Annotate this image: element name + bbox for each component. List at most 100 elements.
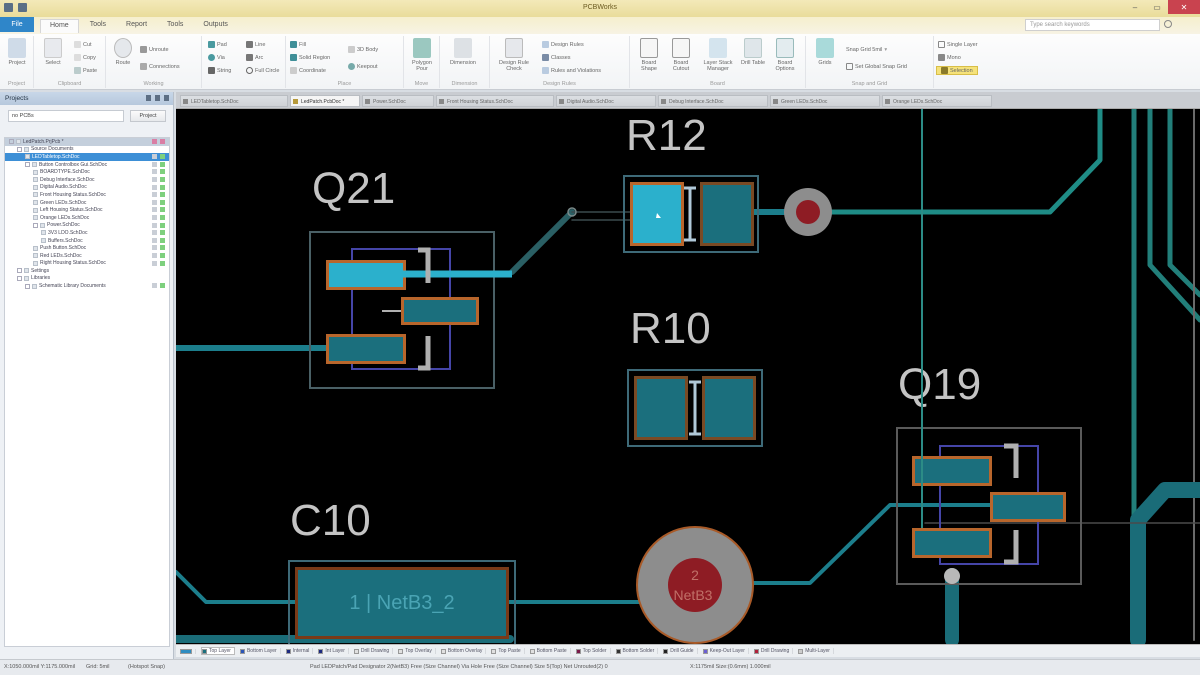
maximize-button[interactable]: ▭ bbox=[1153, 2, 1161, 12]
layer-tab[interactable]: Keep-Out Layer bbox=[702, 648, 749, 654]
fill-button[interactable]: Fill bbox=[290, 40, 306, 49]
expand-icon[interactable] bbox=[25, 283, 30, 289]
search-icon[interactable] bbox=[1164, 20, 1172, 28]
tree-item[interactable]: Source Documents bbox=[5, 146, 169, 154]
doc-tab-8[interactable]: Orange LEDs.SchDoc bbox=[882, 95, 992, 107]
tree-item[interactable]: Buffers.SchDoc bbox=[5, 237, 169, 245]
design-rule-check-button[interactable]: Design Rule Check bbox=[496, 38, 532, 72]
doc-tab-3[interactable]: Power.SchDoc bbox=[362, 95, 434, 107]
layer-tab[interactable]: Drill Drawing bbox=[753, 648, 794, 654]
component-r10[interactable]: R10 bbox=[627, 304, 763, 447]
project-button[interactable]: Project bbox=[2, 38, 32, 66]
doc-tab-4[interactable]: Front Housing Status.SchDoc bbox=[436, 95, 554, 107]
tree-item[interactable]: Red LEDs.SchDoc bbox=[5, 252, 169, 260]
tab-outputs[interactable]: Outputs bbox=[203, 21, 228, 28]
layer-tab[interactable]: Multi-Layer bbox=[798, 648, 834, 654]
trace[interactable] bbox=[1130, 482, 1200, 644]
close-button[interactable]: ✕ bbox=[1168, 0, 1200, 14]
expand-icon[interactable] bbox=[17, 268, 22, 274]
tree-item[interactable]: Orange LEDs.SchDoc bbox=[5, 214, 169, 222]
file-tab[interactable]: File bbox=[0, 17, 34, 32]
line-button[interactable]: Line bbox=[246, 40, 265, 49]
layer-color-swatch[interactable] bbox=[180, 648, 196, 654]
component-q21[interactable]: Q21 bbox=[309, 164, 512, 389]
tab-report[interactable]: Report bbox=[126, 21, 148, 28]
component-q19[interactable]: Q19 bbox=[896, 109, 1082, 585]
layer-tab[interactable]: Top Paste bbox=[491, 648, 525, 654]
minimize-button[interactable]: – bbox=[1132, 2, 1138, 12]
tree-item[interactable]: Push Button.SchDoc bbox=[5, 244, 169, 252]
classes-button[interactable]: Classes bbox=[542, 53, 571, 62]
selection-button[interactable]: Selection bbox=[936, 66, 978, 75]
tab-home[interactable]: Home bbox=[40, 19, 79, 33]
project-button[interactable]: Project bbox=[130, 110, 166, 122]
pcb-canvas[interactable]: Q21 R12 bbox=[176, 109, 1200, 644]
tree-item[interactable]: Right Housing Status.SchDoc bbox=[5, 260, 169, 268]
tree-item[interactable]: LedPatch.PrjPcb * bbox=[5, 138, 169, 146]
tab-tools[interactable]: Tools bbox=[89, 21, 107, 28]
drill-table-button[interactable]: Drill Table bbox=[738, 38, 768, 66]
arc-button[interactable]: Arc bbox=[246, 53, 263, 62]
paste-button[interactable]: Paste bbox=[74, 66, 97, 75]
trace[interactable] bbox=[1167, 109, 1200, 298]
doc-tab-2[interactable]: LedPatch.PcbDoc * bbox=[290, 95, 360, 107]
layer-tab[interactable]: Top Overlay bbox=[398, 648, 436, 654]
tab-tools-2[interactable]: Tools bbox=[167, 21, 184, 28]
snap-grid-select[interactable]: Snap Grid 5mil▾ bbox=[846, 46, 888, 53]
panel-close-icon[interactable] bbox=[164, 95, 169, 101]
save-icon[interactable] bbox=[4, 3, 13, 12]
layer-tab[interactable]: Drill Drawing bbox=[353, 648, 394, 654]
connections-button[interactable]: Connections bbox=[140, 62, 180, 71]
solid-region-button[interactable]: Solid Region bbox=[290, 53, 330, 62]
trace[interactable] bbox=[509, 209, 575, 275]
trace[interactable] bbox=[1147, 109, 1200, 323]
trace[interactable] bbox=[748, 503, 1002, 585]
pad-button[interactable]: Pad bbox=[208, 40, 227, 49]
layer-tab[interactable]: Drill Guide bbox=[663, 648, 698, 654]
tree-item[interactable]: Left Housing Status.SchDoc bbox=[5, 206, 169, 214]
set-global-snap-grid-button[interactable]: Set Global Snap Grid bbox=[846, 62, 907, 71]
full-circle-button[interactable]: Full Circle bbox=[246, 66, 279, 75]
expand-icon[interactable] bbox=[17, 146, 22, 152]
tree-item[interactable]: Green LEDs.SchDoc bbox=[5, 199, 169, 207]
layer-tab[interactable]: Top Layer bbox=[201, 647, 235, 655]
design-rules-button[interactable]: Design Rules bbox=[542, 40, 584, 49]
component-r12[interactable]: R12 bbox=[623, 111, 832, 253]
layer-tab[interactable]: Bottom Paste bbox=[529, 648, 571, 654]
expand-icon[interactable] bbox=[17, 275, 22, 281]
doc-tab-6[interactable]: Debug Interface.SchDoc bbox=[658, 95, 768, 107]
tree-item[interactable]: Power.SchDoc bbox=[5, 222, 169, 230]
dimension-button[interactable]: Dimension bbox=[448, 38, 478, 66]
tree-item[interactable]: LEDTabletop.SchDoc bbox=[5, 153, 169, 161]
via-button[interactable]: Via bbox=[208, 53, 225, 62]
undo-icon[interactable] bbox=[18, 3, 27, 12]
panel-menu-icon[interactable] bbox=[146, 95, 151, 101]
board-cutout-button[interactable]: Board Cutout bbox=[666, 38, 696, 72]
layer-tab[interactable]: Bottom Layer bbox=[239, 648, 281, 654]
trace[interactable] bbox=[176, 570, 302, 604]
tree-item[interactable]: 3V3 LDO.SchDoc bbox=[5, 229, 169, 237]
coordinate-button[interactable]: Coordinate bbox=[290, 66, 326, 75]
single-layer-button[interactable]: Single Layer bbox=[938, 40, 978, 49]
doc-tab-5[interactable]: Digital Audio.SchDoc bbox=[556, 95, 656, 107]
route-button[interactable]: Route bbox=[108, 38, 138, 66]
pin-icon[interactable] bbox=[155, 95, 160, 101]
tree-item[interactable]: Schematic Library Documents bbox=[5, 282, 169, 290]
via-large[interactable]: 2 NetB3 bbox=[636, 526, 754, 644]
tree-item[interactable]: Debug Interface.SchDoc bbox=[5, 176, 169, 184]
tree-item[interactable]: BOARDTYPE.SchDoc bbox=[5, 168, 169, 176]
mono-button[interactable]: Mono bbox=[938, 53, 961, 62]
select-button[interactable]: Select bbox=[38, 38, 68, 66]
grids-button[interactable]: Grids bbox=[810, 38, 840, 66]
keepout-button[interactable]: Keepout bbox=[348, 62, 378, 71]
layer-stack-manager-button[interactable]: Layer Stack Manager bbox=[700, 38, 736, 72]
trace[interactable] bbox=[827, 109, 1103, 215]
string-button[interactable]: String bbox=[208, 66, 231, 75]
workspace-select[interactable]: no PCBs bbox=[8, 110, 124, 122]
search-input[interactable]: Type search keywords bbox=[1025, 19, 1160, 31]
cut-button[interactable]: Cut bbox=[74, 40, 92, 49]
layer-tab[interactable]: Internal bbox=[285, 648, 314, 654]
board-options-button[interactable]: Board Options bbox=[770, 38, 800, 72]
board-shape-button[interactable]: Board Shape bbox=[634, 38, 664, 72]
